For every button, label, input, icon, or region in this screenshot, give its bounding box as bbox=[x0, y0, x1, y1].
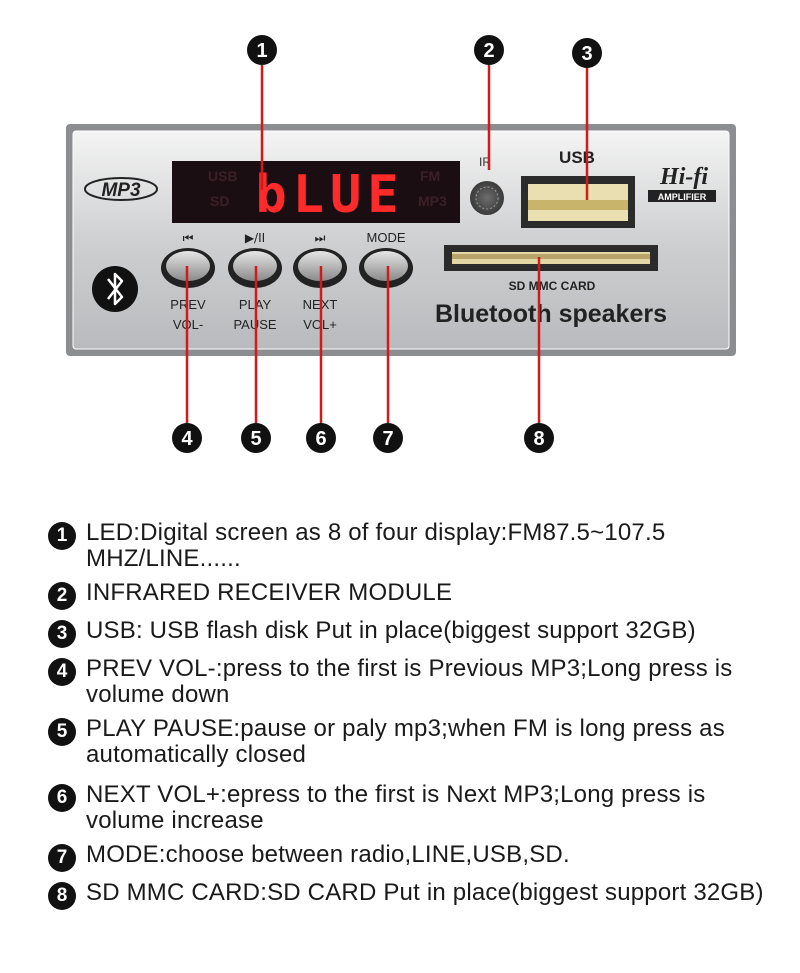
callout-3: 3 bbox=[572, 38, 602, 68]
legend-number: 5 bbox=[48, 718, 76, 746]
svg-text:⏭: ⏭ bbox=[315, 231, 326, 245]
svg-text:5: 5 bbox=[250, 428, 261, 450]
svg-text:FM: FM bbox=[420, 168, 440, 184]
sd-card-slot bbox=[444, 245, 658, 271]
legend-text: SD MMC CARD:SD CARD Put in place(biggest… bbox=[86, 879, 764, 906]
usb-port bbox=[521, 176, 635, 228]
svg-text:2: 2 bbox=[483, 40, 494, 62]
brand-text: Bluetooth speakers bbox=[435, 300, 667, 328]
leader-lines bbox=[185, 65, 589, 425]
legend-number: 3 bbox=[48, 620, 76, 648]
legend-number: 6 bbox=[48, 784, 76, 812]
legend-number: 8 bbox=[48, 882, 76, 910]
legend-text: PLAY PAUSE:pause or paly mp3;when FM is … bbox=[86, 715, 725, 768]
callout-7: 7 bbox=[373, 423, 403, 453]
hifi-label: Hi-fi bbox=[659, 164, 708, 190]
usb-label: USB bbox=[559, 148, 595, 167]
legend-number: 2 bbox=[48, 582, 76, 610]
svg-text:MP3: MP3 bbox=[418, 193, 447, 209]
svg-text:6: 6 bbox=[315, 428, 326, 450]
led-display bbox=[172, 161, 460, 223]
legend-text: PREV VOL-:press to the first is Previous… bbox=[86, 655, 733, 708]
amplifier-badge bbox=[648, 190, 716, 202]
callout-5: 5 bbox=[241, 423, 271, 453]
bluetooth-icon bbox=[92, 266, 138, 312]
callout-8: 8 bbox=[524, 423, 554, 453]
legend-text: LED:Digital screen as 8 of four display:… bbox=[86, 519, 666, 572]
svg-text:⏮: ⏮ bbox=[183, 231, 194, 245]
legend-text: INFRARED RECEIVER MODULE bbox=[86, 579, 453, 606]
legend-number: 1 bbox=[48, 522, 76, 550]
mp3-logo: MP3 bbox=[84, 177, 158, 201]
legend-text: MODE:choose between radio,LINE,USB,SD. bbox=[86, 841, 570, 868]
led-display-labels: USB SD FM MP3 bbox=[208, 168, 447, 209]
svg-text:3: 3 bbox=[581, 43, 592, 65]
callout-1: 1 bbox=[247, 35, 277, 65]
svg-text:4: 4 bbox=[181, 428, 193, 450]
mode-button[interactable]: MODE bbox=[359, 230, 413, 288]
svg-text:MODE: MODE bbox=[367, 230, 406, 245]
sd-card-label: SD MMC CARD bbox=[509, 279, 596, 293]
svg-text:7: 7 bbox=[382, 428, 393, 450]
svg-text:▶/II: ▶/II bbox=[245, 231, 265, 245]
legend-number: 4 bbox=[48, 658, 76, 686]
led-display-text: bLUE bbox=[255, 165, 404, 225]
legend-text: NEXT VOL+:epress to the first is Next MP… bbox=[86, 781, 706, 834]
svg-text:SD: SD bbox=[210, 193, 229, 209]
legend-number: 7 bbox=[48, 844, 76, 872]
callout-2: 2 bbox=[474, 35, 504, 65]
svg-text:1: 1 bbox=[256, 40, 267, 62]
callout-6: 6 bbox=[306, 423, 336, 453]
svg-text:8: 8 bbox=[533, 428, 544, 450]
legend-text: USB: USB flash disk Put in place(biggest… bbox=[86, 617, 696, 644]
svg-text:AMPLIFIER: AMPLIFIER bbox=[658, 192, 707, 202]
svg-text:USB: USB bbox=[208, 168, 238, 184]
device-diagram: MP3 USB SD FM MP3 bLUE IR USB Hi-fi AMPL… bbox=[66, 35, 736, 453]
svg-text:MP3: MP3 bbox=[101, 180, 141, 201]
callout-4: 4 bbox=[172, 423, 202, 453]
